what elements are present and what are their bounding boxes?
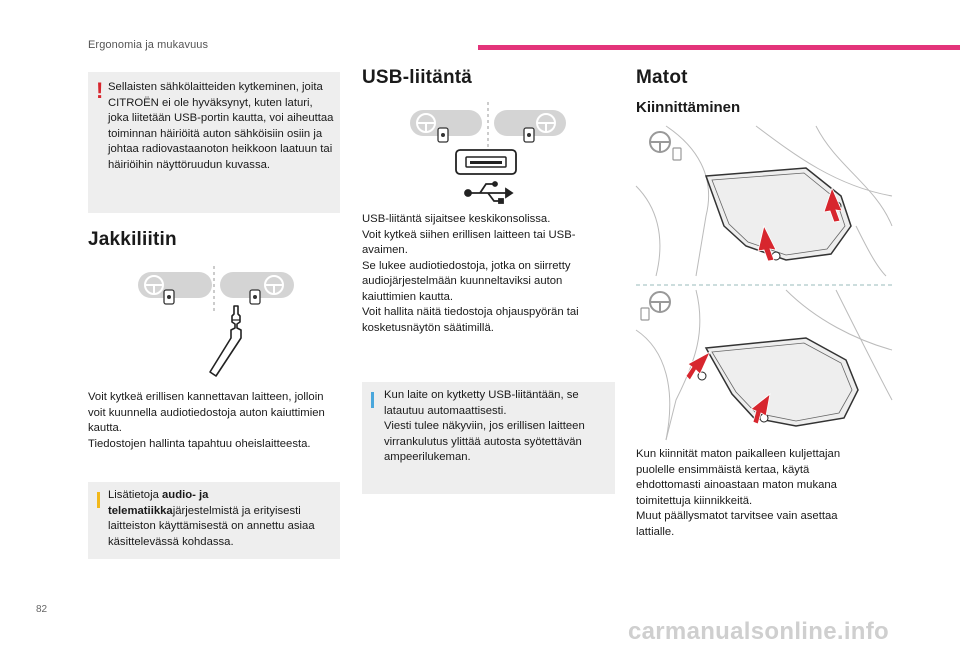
floor-mat (704, 167, 852, 261)
steering-wheel-right-icon (220, 272, 294, 305)
usb-description: USB-liitäntä sijaitsee keskikonsolissa. … (362, 213, 579, 334)
note-box: Kun laite on kytketty USB-liitäntään, se… (362, 382, 615, 494)
steering-wheel-right-icon (640, 291, 671, 321)
usb-symbol-icon (464, 181, 514, 204)
warning-icon: ! (96, 78, 104, 103)
red-arrow-icon (685, 351, 771, 425)
steering-wheel-left-icon (138, 272, 212, 305)
info-icon (97, 492, 100, 508)
floor-mat-illustration-bottom (635, 289, 893, 441)
usb-illustration (410, 102, 566, 204)
usb-port-icon (455, 149, 517, 175)
usb-heading: USB-liitäntä (362, 67, 473, 88)
info-box: Lisätietoja audio- ja telematiikkajärjes… (88, 482, 340, 559)
jack-heading: Jakkiliitin (88, 229, 177, 250)
fitting-heading: Kiinnittäminen (636, 99, 741, 116)
watermark: carmanualsonline.info (628, 618, 890, 645)
section-title: Ergonomia ja mukavuus (88, 39, 209, 51)
floor-mat (704, 337, 859, 427)
mats-description: Kun kiinnität maton paikalleen kuljettaj… (636, 448, 841, 538)
info-text: Lisätietoja audio- ja telematiikkajärjes… (108, 489, 315, 548)
warning-text: Sellaisten sähkölaitteiden kytkeminen, j… (108, 81, 334, 171)
steering-wheel-right-icon (494, 110, 566, 143)
warning-box: ! Sellaisten sähkölaitteiden kytkeminen,… (88, 72, 340, 213)
divider-line (636, 284, 892, 286)
jack-description: Voit kytkeä erillisen kannettavan laitte… (88, 391, 325, 450)
steering-wheel-left-icon (649, 131, 682, 161)
mats-heading: Matot (636, 67, 688, 88)
jack-plug-icon (209, 305, 242, 377)
note-text: Kun laite on kytketty USB-liitäntään, se… (384, 389, 585, 463)
steering-wheel-left-icon (410, 110, 482, 143)
section-accent-bar (478, 45, 960, 50)
note-icon (371, 392, 374, 408)
page-number: 82 (36, 604, 48, 615)
jack-illustration (138, 266, 294, 377)
red-arrow-icon (757, 186, 843, 262)
floor-mat-illustration-top (635, 125, 893, 277)
